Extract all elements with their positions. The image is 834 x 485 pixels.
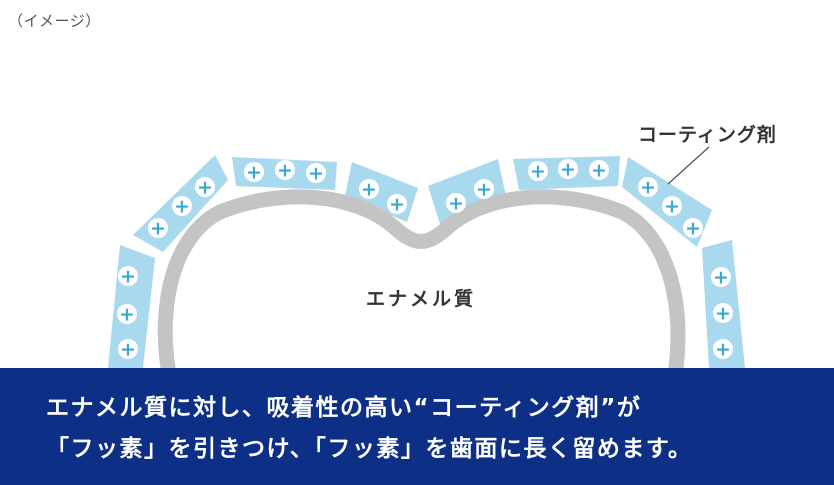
- plus-sign: +: [197, 177, 213, 199]
- plus-marker: +: [713, 303, 733, 325]
- plus-circle: [148, 218, 168, 238]
- coating-agent-label: コーティング剤: [638, 124, 777, 146]
- plus-circle: [387, 194, 407, 214]
- plus-sign: +: [591, 160, 607, 182]
- caption-banner: エナメル質に対し、吸着性の高い“コーティング剤”が 「フッ素」を引きつけ、「フッ…: [0, 368, 834, 485]
- plus-circle: [558, 159, 578, 179]
- plus-marker: +: [148, 218, 168, 240]
- plus-marker: +: [306, 163, 326, 185]
- plus-circle: [683, 218, 703, 238]
- plus-marker: +: [528, 161, 548, 183]
- plus-circle: [713, 339, 733, 359]
- caption-line-2: 「フッ素」を引きつけ、「フッ素」を歯面に長く留めます。: [46, 436, 693, 462]
- plus-circle: [446, 193, 466, 213]
- plus-sign: +: [119, 304, 135, 326]
- plus-sign: +: [715, 339, 731, 361]
- plus-sign: +: [389, 194, 405, 216]
- plus-sign: +: [246, 162, 262, 184]
- plus-circle: [638, 177, 658, 197]
- plus-circle: [528, 161, 548, 181]
- plus-sign: +: [174, 196, 190, 218]
- plus-marker: +: [711, 267, 731, 289]
- plus-markers: + + + + + + + + + + + + + + + + + + + + + +: [117, 159, 733, 361]
- plus-sign: +: [150, 218, 166, 240]
- plus-circle: [195, 177, 215, 197]
- coating-leader-line: [667, 146, 710, 185]
- plus-circle: [359, 179, 379, 199]
- plus-sign: +: [308, 163, 324, 185]
- plus-sign: +: [640, 177, 656, 199]
- plus-sign: +: [530, 161, 546, 183]
- plus-sign: +: [361, 179, 377, 201]
- plus-marker: +: [118, 266, 138, 288]
- plus-circle: [118, 339, 138, 359]
- plus-marker: +: [558, 159, 578, 181]
- plus-circle: [117, 304, 137, 324]
- plus-circle: [711, 267, 731, 287]
- plus-marker: +: [244, 162, 264, 184]
- plus-circle: [662, 196, 682, 216]
- plus-circle: [589, 160, 609, 180]
- plus-marker: +: [118, 339, 138, 361]
- plus-marker: +: [359, 179, 379, 201]
- plus-marker: +: [117, 304, 137, 326]
- plus-sign: +: [685, 218, 701, 240]
- plus-marker: +: [589, 160, 609, 182]
- plus-marker: +: [474, 179, 494, 201]
- plus-sign: +: [560, 159, 576, 181]
- plus-marker: +: [387, 194, 407, 216]
- plus-marker: +: [275, 160, 295, 182]
- plus-marker: +: [446, 193, 466, 215]
- plus-sign: +: [713, 267, 729, 289]
- plus-sign: +: [476, 179, 492, 201]
- caption-line-1: エナメル質に対し、吸着性の高い“コーティング剤”が: [46, 395, 642, 421]
- plus-circle: [118, 266, 138, 286]
- plus-circle: [474, 179, 494, 199]
- plus-marker: +: [683, 218, 703, 240]
- image-note: （イメージ）: [8, 12, 101, 30]
- plus-sign: +: [120, 266, 136, 288]
- plus-marker: +: [172, 196, 192, 218]
- plus-sign: +: [277, 160, 293, 182]
- plus-sign: +: [120, 339, 136, 361]
- plus-marker: +: [713, 339, 733, 361]
- plus-sign: +: [715, 303, 731, 325]
- plus-sign: +: [664, 196, 680, 218]
- plus-circle: [172, 196, 192, 216]
- plus-marker: +: [662, 196, 682, 218]
- plus-sign: +: [448, 193, 464, 215]
- plus-circle: [713, 303, 733, 323]
- enamel-outline: [157, 189, 686, 376]
- plus-circle: [306, 163, 326, 183]
- plus-circle: [275, 160, 295, 180]
- plus-marker: +: [195, 177, 215, 199]
- plus-circle: [244, 162, 264, 182]
- enamel-label: エナメル質: [366, 288, 477, 310]
- plus-marker: +: [638, 177, 658, 199]
